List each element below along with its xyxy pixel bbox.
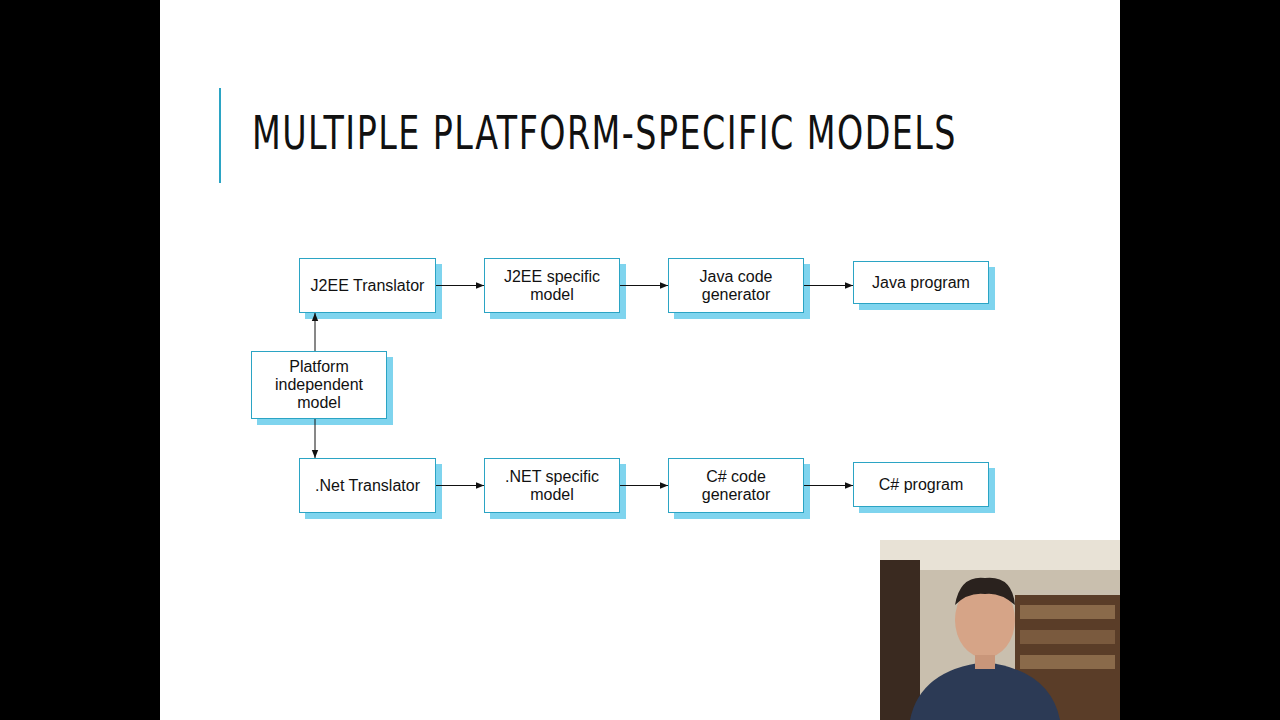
process-box: J2EE Translator xyxy=(299,258,436,313)
slide-title: MULTIPLE PLATFORM-SPECIFIC MODELS xyxy=(252,106,957,160)
webcam-inset xyxy=(880,540,1120,720)
process-box: C# code generator xyxy=(668,458,804,513)
box-label: .NET specific model xyxy=(485,468,619,504)
process-box: Platform independent model xyxy=(251,351,387,419)
flow-arrow xyxy=(436,485,484,486)
process-box: J2EE specific model xyxy=(484,258,620,313)
process-box: .Net Translator xyxy=(299,458,436,513)
box-label: Platform independent model xyxy=(252,358,386,412)
flow-arrow xyxy=(436,285,484,286)
box-label: J2EE specific model xyxy=(485,268,619,304)
box-label: J2EE Translator xyxy=(305,277,431,295)
flow-arrow xyxy=(620,485,668,486)
box-label: Java program xyxy=(866,274,976,292)
accent-bar xyxy=(219,88,221,183)
flow-arrow xyxy=(315,313,316,351)
flow-arrow xyxy=(315,419,316,458)
box-label: C# program xyxy=(873,476,969,494)
flow-arrow xyxy=(804,285,853,286)
box-label: C# code generator xyxy=(669,468,803,504)
box-label: .Net Translator xyxy=(309,477,426,495)
process-box: Java code generator xyxy=(668,258,804,313)
flow-arrow xyxy=(620,285,668,286)
box-label: Java code generator xyxy=(669,268,803,304)
process-box: C# program xyxy=(853,462,989,507)
flow-arrow xyxy=(804,485,853,486)
process-box: Java program xyxy=(853,261,989,304)
process-box: .NET specific model xyxy=(484,458,620,513)
